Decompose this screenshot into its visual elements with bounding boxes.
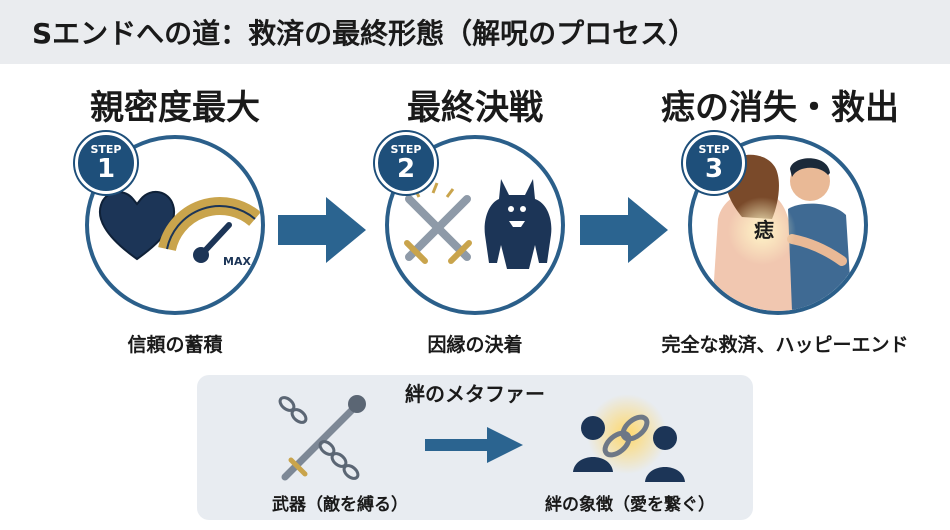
step2-badge: STEP 2: [375, 132, 437, 194]
step2-title: 最終決戦: [407, 88, 543, 128]
crossed-swords-icon: [404, 182, 472, 264]
step1-caption: 信頼の蓄積: [127, 334, 223, 356]
flow-arrow-2: [580, 197, 668, 263]
embrace-icon: [712, 154, 852, 311]
step2-illustration: [404, 179, 552, 269]
step1-badge-label: STEP: [90, 143, 122, 156]
metaphor-title: 絆のメタファー: [405, 382, 545, 406]
step3-illustration: 痣: [712, 154, 852, 311]
linked-chain-people-icon: [573, 394, 685, 482]
page-title: Sエンドへの道：救済の最終形態（解呪のプロセス）: [32, 17, 697, 50]
gauge-max-label: MAX: [223, 255, 251, 268]
demon-icon: [484, 179, 552, 269]
step3-caption: 完全な救済、ハッピーエンド: [661, 334, 909, 356]
step3-circle: 痣: [688, 135, 868, 315]
bruise-label: 痣: [754, 218, 774, 242]
step2-badge-number: 2: [396, 154, 416, 184]
metaphor-arrow: [425, 427, 523, 463]
step1-illustration: MAX: [99, 190, 261, 268]
flow-arrow-1: [278, 197, 366, 263]
heart-icon: [99, 190, 175, 261]
step3-badge-label: STEP: [698, 143, 730, 156]
gauge-icon: [158, 197, 261, 263]
step1-badge-number: 1: [96, 154, 116, 184]
step3-title: 痣の消失・救出: [661, 88, 899, 128]
metaphor-left-label: 武器（敵を縛る）: [272, 495, 408, 515]
page-title-bar: Sエンドへの道：救済の最終形態（解呪のプロセス）: [0, 0, 950, 64]
step2-badge-label: STEP: [390, 143, 422, 156]
step1-badge: STEP 1: [75, 132, 137, 194]
metaphor-right-label: 絆の象徴（愛を繋ぐ）: [545, 495, 715, 515]
chain-mace-sword-icon: [278, 395, 366, 481]
step1-circle: MAX: [85, 135, 265, 315]
step2-caption: 因縁の決着: [427, 334, 523, 356]
step1-title: 親密度最大: [90, 88, 260, 128]
step3-badge: STEP 3: [683, 132, 745, 194]
step3-badge-number: 3: [704, 154, 724, 184]
